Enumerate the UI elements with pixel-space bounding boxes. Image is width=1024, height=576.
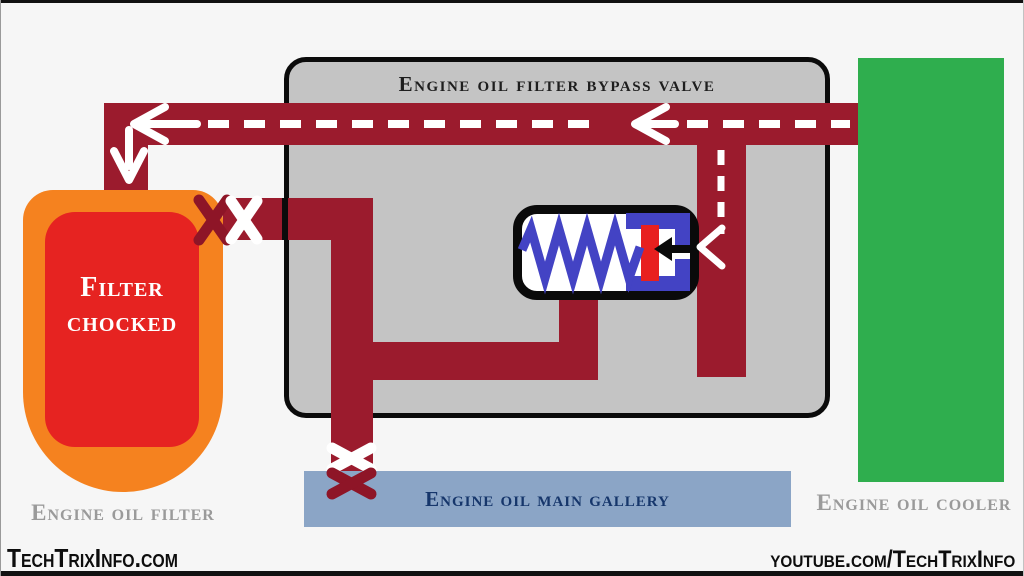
watermark-youtube: youtube.com/TechTrixInfo (770, 546, 1015, 573)
bottom-letterbox-bar (1, 571, 1023, 576)
valve-seat-right-upper (675, 213, 690, 247)
filter-status-line1: Filter (80, 272, 164, 303)
oil-filter-element (45, 212, 199, 447)
pipe-filter-inlet-vertical (104, 103, 148, 191)
filter-status-line2: chocked (66, 307, 178, 338)
housing-border-over-pipe (282, 198, 288, 240)
filter-label: Engine oil filter (31, 500, 215, 525)
top-letterbox-bar (1, 0, 1023, 3)
pipe-right-vertical-inlet (697, 143, 746, 377)
engine-oil-cooler-block (858, 58, 1004, 482)
pipe-valve-outlet-drop (559, 295, 598, 380)
main-gallery-label: Engine oil main gallery (425, 486, 670, 511)
watermark-site: TechTrixInfo.com (7, 543, 178, 573)
main-gallery-bar: Engine oil main gallery (304, 471, 791, 527)
pipe-mid-horizontal (331, 342, 598, 380)
valve-seat-right-lower (675, 259, 690, 291)
pipe-top-horizontal (104, 103, 858, 145)
filter-status-text: Filter chocked (45, 270, 199, 340)
valve-piston (641, 225, 659, 281)
pipe-left-vertical-to-gallery (331, 198, 373, 471)
diagram-title: Engine oil filter bypass valve (398, 72, 716, 96)
cooler-label: Engine oil cooler (816, 490, 1012, 515)
